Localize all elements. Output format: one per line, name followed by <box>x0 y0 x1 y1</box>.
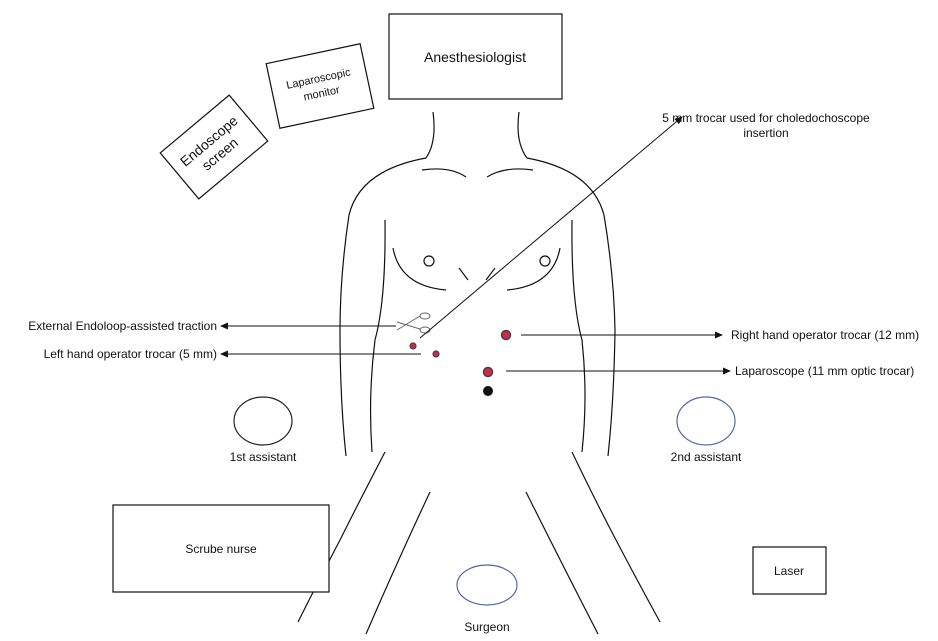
left-nipple <box>424 256 434 266</box>
clavicle-right <box>487 169 533 177</box>
scrub-nurse-station: Scrube nurse <box>113 505 329 592</box>
second-assistant: 2nd assistant <box>671 397 742 464</box>
lower-port <box>484 387 493 396</box>
left-hand-trocar <box>433 351 439 357</box>
anesthesiologist-label: Anesthesiologist <box>424 49 526 65</box>
neck-right <box>518 112 527 158</box>
endoloop-port <box>410 343 416 349</box>
neck-left <box>426 112 434 158</box>
left-hand-label: Left hand operator trocar (5 mm) <box>44 347 217 361</box>
laparoscope-trocar <box>484 368 493 377</box>
right-nipple <box>540 256 550 266</box>
right-arm-inner <box>572 220 585 452</box>
left-arm-outer <box>340 158 426 456</box>
left-inner-leg <box>366 492 430 634</box>
clavicle-left <box>422 169 466 177</box>
patient-outline <box>298 112 660 634</box>
laparoscope-label: Laparoscope (11 mm optic trocar) <box>735 364 914 378</box>
choledochoscope-label-line2: insertion <box>743 126 788 140</box>
right-hand-trocar <box>502 331 511 340</box>
trocars <box>410 331 511 396</box>
surgeon: Surgeon <box>457 565 517 634</box>
laser-label: Laser <box>774 564 804 578</box>
scissors-icon <box>397 313 430 333</box>
laparoscopic-monitor: Laparoscopic monitor <box>266 44 374 129</box>
right-arm-outer <box>527 158 615 456</box>
endoscope-screen: Endoscope screen <box>160 95 268 199</box>
endoloop-label: External Endoloop-assisted traction <box>28 319 217 333</box>
second-assistant-label: 2nd assistant <box>671 450 742 464</box>
surgeon-label: Surgeon <box>464 620 509 634</box>
right-hip <box>572 452 660 622</box>
laser-station: Laser <box>753 547 826 594</box>
right-inner-leg <box>526 492 598 634</box>
chest-right <box>507 248 560 290</box>
anesthesiologist-station: Anesthesiologist <box>389 14 562 99</box>
xiphoid-left <box>459 268 468 280</box>
scrub-nurse-label: Scrube nurse <box>185 542 257 556</box>
choledochoscope-label-line1: 5 mm trocar used for choledochoscope <box>662 111 870 125</box>
chest-left <box>393 248 446 290</box>
right-hand-label: Right hand operator trocar (12 mm) <box>731 328 919 342</box>
choledochoscope-arrow <box>420 117 682 338</box>
first-assistant: 1st assistant <box>230 397 297 464</box>
left-arm-inner <box>371 220 386 452</box>
first-assistant-label: 1st assistant <box>230 450 297 464</box>
arrows <box>221 117 730 371</box>
